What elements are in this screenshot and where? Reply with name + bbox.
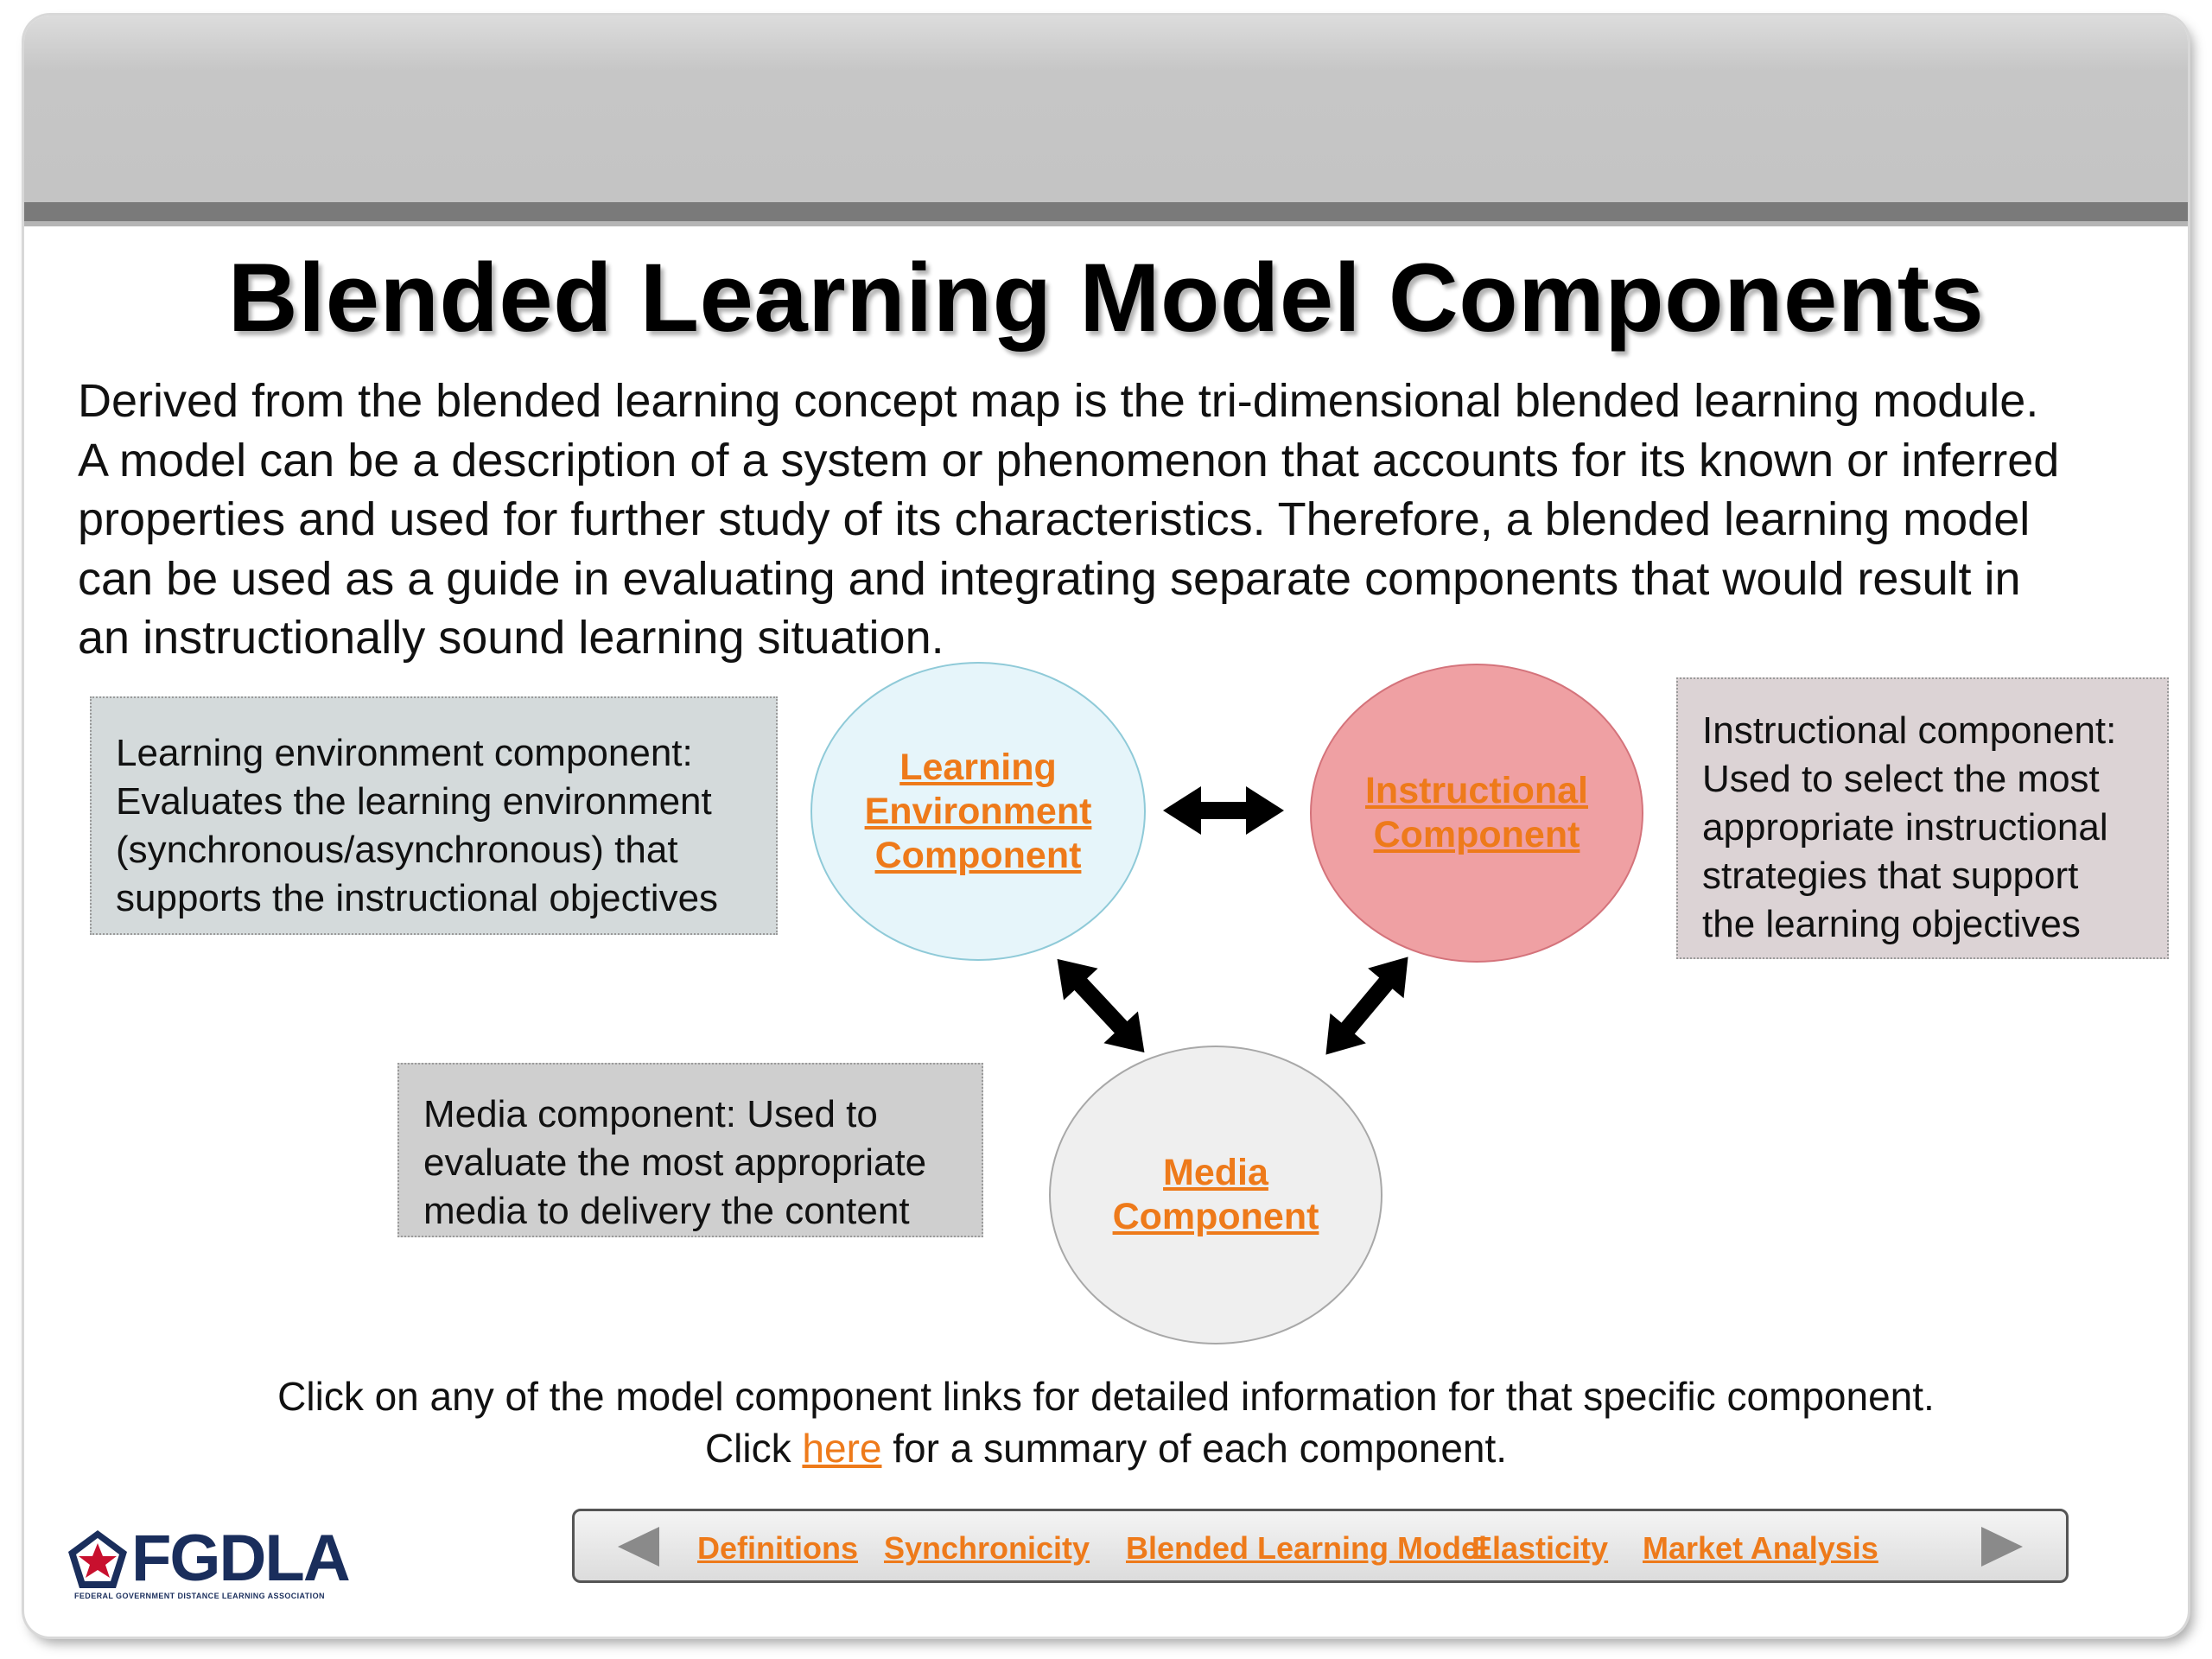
summary-here-link[interactable]: here [802,1426,882,1471]
instructions-line: Click here for a summary of each compone… [24,1422,2188,1474]
box-line: media to delivery the content [423,1190,910,1232]
logo-subtitle: FEDERAL GOVERNMENT DISTANCE LEARNING ASS… [74,1592,325,1600]
double-arrow-icon [1057,958,1145,1053]
link-line: Instructional [1364,770,1589,811]
learning-environment-circle: Learning Environment Component [810,662,1146,961]
nav-link-market-analysis[interactable]: Market Analysis [1643,1530,1878,1566]
instructions-text: Click on any of the model component link… [24,1370,2188,1474]
pentagon-star-icon [68,1530,127,1588]
connector-arrows [1057,786,1408,1055]
slide-frame: Blended Learning Model Components Derive… [24,16,2188,1637]
box-line: supports the instructional objectives [116,877,719,919]
media-description: Media component: Used to evaluate the mo… [397,1063,983,1237]
intro-line: A model can be a description of a system… [78,434,2060,486]
box-line: (synchronous/asynchronous) that [116,829,678,871]
learning-environment-component-link[interactable]: Learning Environment Component [865,746,1092,878]
nav-link-definitions[interactable]: Definitions [697,1530,858,1566]
box-line: appropriate instructional [1702,806,2108,849]
box-line: Used to select the most [1702,758,2100,800]
instructions-line: Click on any of the model component link… [277,1374,1935,1419]
box-line: Learning environment component: [116,732,693,774]
box-line: Evaluates the learning environment [116,780,712,823]
header-divider-light [24,221,2188,226]
box-line: strategies that support [1702,855,2079,897]
media-component-link[interactable]: Media Component [1113,1151,1319,1239]
fgdla-logo: FGDLA FEDERAL GOVERNMENT DISTANCE LEARNI… [66,1521,377,1616]
link-line: Media [1163,1152,1268,1193]
intro-line: properties and used for further study of… [78,493,2031,545]
instructional-description: Instructional component: Used to select … [1676,677,2169,959]
previous-arrow-icon[interactable] [616,1527,661,1567]
link-line: Component [1112,1196,1319,1237]
box-line: Media component: Used to [423,1093,878,1135]
box-line: evaluate the most appropriate [423,1141,927,1184]
next-arrow-icon[interactable] [1980,1527,2024,1567]
double-arrow-icon [1325,957,1408,1055]
intro-line: Derived from the blended learning concep… [78,375,2039,427]
header-bar [24,16,2188,202]
double-arrow-icon [1163,786,1284,835]
navigation-bar: Definitions Synchronicity Blended Learni… [572,1509,2069,1583]
nav-link-synchronicity[interactable]: Synchronicity [884,1530,1090,1566]
learning-environment-description: Learning environment component: Evaluate… [90,696,778,935]
nav-link-blended-learning-model[interactable]: Blended Learning Model [1126,1530,1488,1566]
intro-paragraph: Derived from the blended learning concep… [78,372,2186,668]
link-line: Component [1373,814,1580,855]
header-divider [24,202,2188,221]
nav-link-elasticity[interactable]: Elasticity [1471,1530,1609,1566]
logo-wordmark: FGDLA [131,1522,351,1595]
instructional-circle: Instructional Component [1310,664,1643,963]
instructions-suffix: for a summary of each component. [881,1426,1508,1471]
link-line: Learning [899,746,1057,788]
box-line: Instructional component: [1702,709,2117,752]
box-line: the learning objectives [1702,903,2081,945]
link-line: Environment [864,790,1092,832]
link-line: Component [874,834,1082,876]
intro-line: an instructionally sound learning situat… [78,612,944,664]
instructional-component-link[interactable]: Instructional Component [1365,769,1588,857]
instructions-prefix: Click [704,1426,803,1471]
media-circle: Media Component [1049,1046,1382,1344]
intro-line: can be used as a guide in evaluating and… [78,552,2021,605]
page-title: Blended Learning Model Components [227,244,1985,352]
